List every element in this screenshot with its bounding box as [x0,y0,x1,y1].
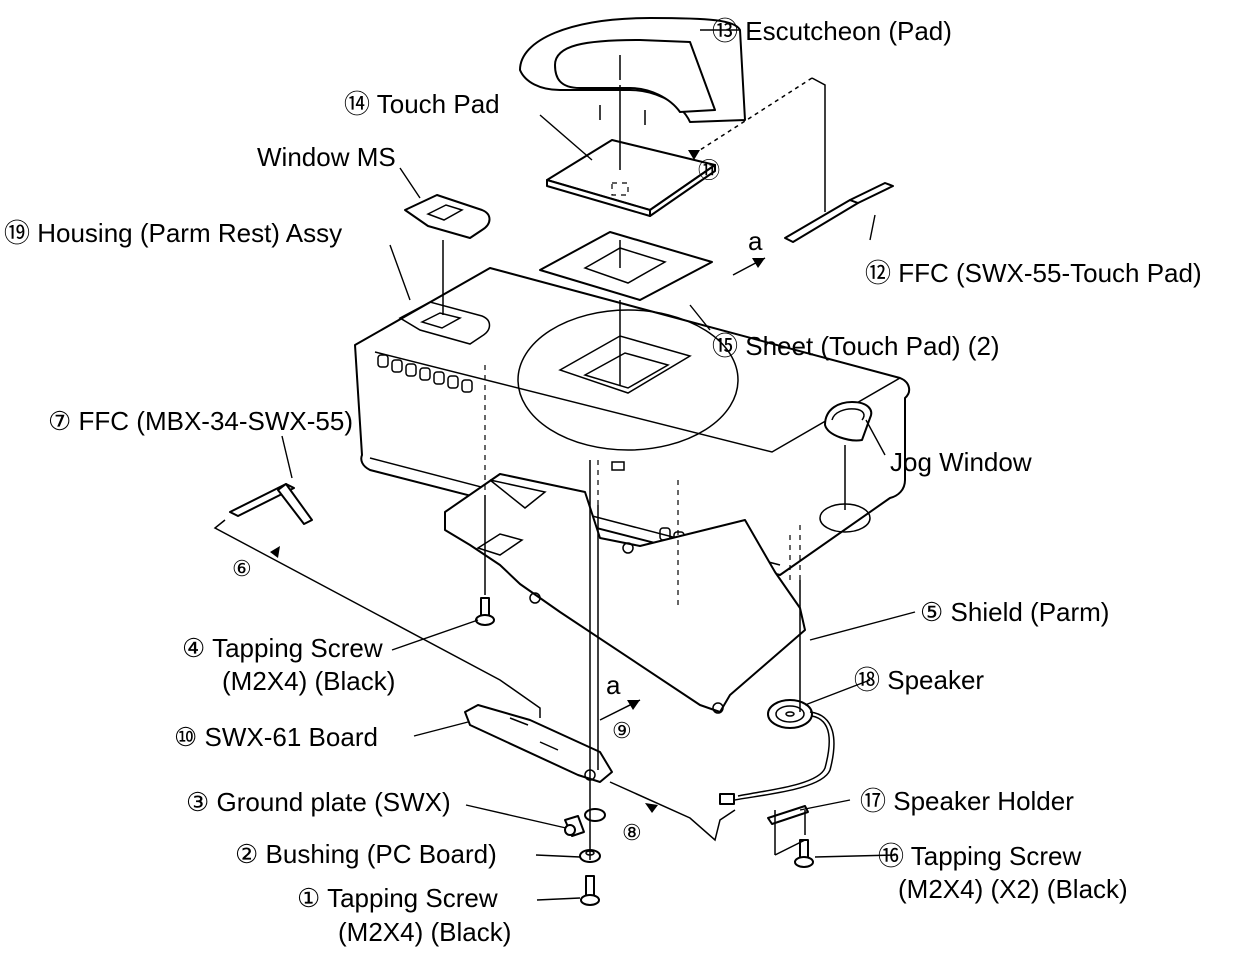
touch-pad-part [546,139,716,217]
escutcheon-part [519,17,746,125]
step-9: ⑨ [612,718,632,743]
label-bushing: ② Bushing (PC Board) [235,839,497,869]
jog-window-part [824,401,873,442]
speaker-holder-part [767,805,809,825]
tapping-screw-4-part [475,597,495,626]
label-speaker-holder: ⑰ Speaker Holder [860,786,1074,816]
label-shield: ⑤ Shield (Parm) [920,597,1109,627]
label-window-ms: Window MS [257,142,396,172]
assembly-lines [213,85,846,860]
arrow-label-a-lower: a [606,670,621,700]
label-speaker: ⑱ Speaker [854,665,984,695]
ground-plate-part [564,808,606,837]
label-ffc-mbx: ⑦ FFC (MBX-34-SWX-55) [48,406,353,436]
label-housing: ⑲ Housing (Parm Rest) Assy [4,218,342,248]
label-tapping-screw-4-line2: (M2X4) (Black) [222,666,395,696]
ffc-touch-pad-part [699,77,894,243]
arrow-label-a-upper: a [748,226,763,256]
step-11: ⑪ [698,158,720,183]
step-6: ⑥ [232,556,252,581]
label-sheet: ⑮ Sheet (Touch Pad) (2) [712,331,1000,361]
ffc-mbx-part [229,483,313,525]
step-8: ⑧ [622,820,642,845]
label-jog-window: Jog Window [890,447,1032,477]
arrowheads [270,150,765,813]
speaker-part [719,699,835,805]
window-ms-part [404,194,491,239]
swx61-board-part [464,704,613,783]
label-tapping-screw-1-line1: ① Tapping Screw [297,883,498,913]
label-touch-pad: ⑭ Touch Pad [344,89,500,119]
leader-lines [281,29,916,901]
tapping-screw-1-part [580,875,600,906]
sheet-part [539,231,713,301]
label-tapping-screw-1-line2: (M2X4) (Black) [338,917,511,947]
label-tapping-screw-16-line2: (M2X4) (X2) (Black) [898,874,1128,904]
label-tapping-screw-4-line1: ④ Tapping Screw [182,633,383,663]
label-ffc-touch-pad: ⑫ FFC (SWX-55-Touch Pad) [865,258,1202,288]
label-escutcheon: ⑬ Escutcheon (Pad) [712,16,952,46]
label-ground-plate: ③ Ground plate (SWX) [186,787,451,817]
label-swx61-board: ⑩ SWX-61 Board [174,722,378,752]
label-tapping-screw-16-line1: ⑯ Tapping Screw [878,841,1082,871]
